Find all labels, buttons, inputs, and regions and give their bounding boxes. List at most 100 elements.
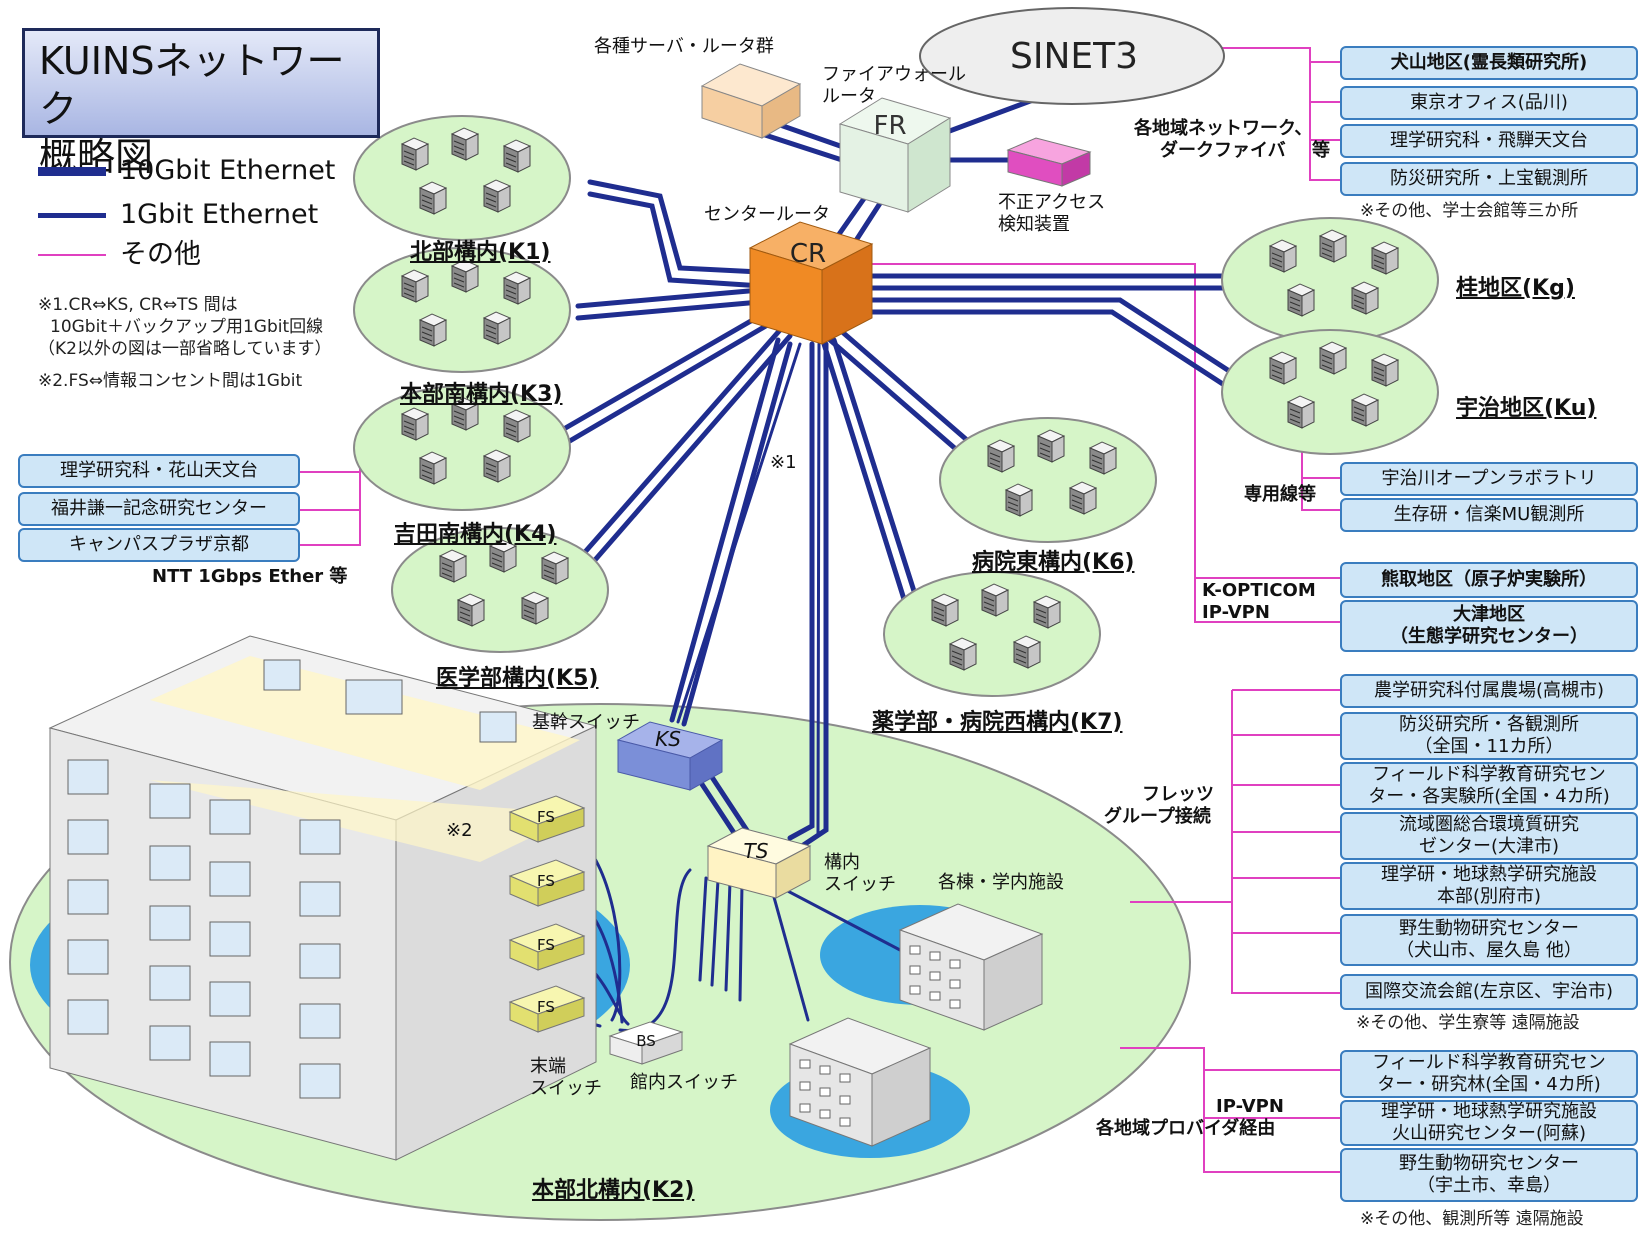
site-inuyama: 犬山地区(霊長類研究所)	[1340, 46, 1638, 80]
campus-k6-name: 病院東構内(K6)	[972, 550, 1135, 575]
ntt-ether-label: NTT 1Gbps Ether 等	[152, 566, 348, 587]
server-group-node	[700, 63, 802, 139]
fs-label-2: FS	[537, 872, 555, 890]
regional-net-label-2: ダークファイバ	[1160, 140, 1286, 161]
regional-net-label-suffix: 等	[1312, 140, 1330, 161]
ks-node	[616, 721, 724, 791]
servers-label: 各種サーバ・ルータ群	[594, 36, 774, 57]
note-1a: ※1.CR⇔KS, CR⇔TS 間は	[38, 295, 238, 315]
regional-net-label-1: 各地域ネットワーク、	[1134, 118, 1313, 139]
flets-label-1: フレッツ	[1142, 784, 1214, 805]
site-kumatori: 熊取地区（原子炉実験所）	[1340, 562, 1638, 598]
fs-label-3: FS	[537, 936, 555, 954]
site-aso-volcano-line-2: 火山研究センター(阿蘇)	[1391, 1123, 1587, 1144]
legend-other-swatch	[38, 254, 106, 256]
campus-k3-cluster	[354, 248, 570, 372]
sinet-label: SINET3	[1010, 36, 1138, 77]
fr-caption-1: ファイアウォール	[822, 64, 966, 85]
site-otsu-line-2: （生態学研究センター）	[1390, 626, 1588, 647]
legend-10g-swatch	[38, 166, 106, 176]
site-otsu: 大津地区（生態学研究センター）	[1340, 600, 1638, 652]
campus-ku-name: 宇治地区(Ku)	[1456, 396, 1597, 421]
diagram-title: KUINSネットワーク 概略図	[22, 28, 380, 179]
leased-line-label: 専用線等	[1244, 484, 1316, 505]
campus-k4-name: 吉田南構内(K4)	[394, 522, 557, 547]
ts-caption-2: スイッチ	[824, 874, 896, 895]
flets-note: ※その他、学生寮等 遠隔施設	[1356, 1013, 1580, 1033]
ids-node	[1006, 137, 1092, 187]
fr-caption-2: ルータ	[822, 86, 876, 107]
bs-caption: 館内スイッチ	[630, 1072, 738, 1093]
legend-10g-label: 10Gbit Ethernet	[120, 155, 336, 186]
site-kumatori-label: 熊取地区（原子炉実験所）	[1381, 569, 1597, 590]
ks-caption: 基幹スイッチ	[532, 712, 640, 733]
site-takatsuki-farm-label: 農学研究科付属農場(高槻市)	[1373, 680, 1605, 701]
site-beppu-geothermal: 理学研・地球熱学研究施設本部(別府市)	[1340, 862, 1638, 910]
mark-1: ※1	[770, 452, 797, 473]
site-field-science-stations-line-2: ター・各実験所(全国・4カ所)	[1368, 786, 1610, 807]
ts-label: TS	[744, 839, 769, 863]
site-otsu-line-1: 大津地区	[1453, 604, 1525, 625]
fr-node	[838, 97, 952, 213]
site-field-science-stations: フィールド科学教育研究センター・各実験所(全国・4カ所)	[1340, 762, 1638, 810]
campus-kg-name: 桂地区(Kg)	[1456, 276, 1575, 301]
bs-label: BS	[636, 1032, 656, 1050]
site-otsu-environment-line-1: 流域圏総合環境質研究	[1399, 814, 1579, 835]
fs-caption-2: スイッチ	[530, 1078, 602, 1099]
fs-switches	[508, 795, 586, 1033]
buildings-caption: 各棟・学内施設	[938, 872, 1064, 893]
site-hida-observatory: 理学研究科・飛騨天文台	[1340, 124, 1638, 158]
title-line-1: KUINSネットワーク	[39, 39, 345, 131]
note-2: ※2.FS⇔情報コンセント間は1Gbit	[38, 371, 303, 391]
campus-k3-name: 本部南構内(K3)	[400, 382, 563, 407]
ipvpn-note: ※その他、観測所等 遠隔施設	[1360, 1209, 1584, 1229]
fr-label: FR	[873, 111, 906, 141]
other-links	[300, 47, 1340, 1173]
site-field-science-stations-line-1: フィールド科学教育研究セン	[1372, 764, 1606, 785]
fs-label-4: FS	[537, 998, 555, 1016]
campus-k5-name: 医学部構内(K5)	[436, 666, 599, 691]
note-1c: （K2以外の図は一部省略しています）	[38, 339, 332, 359]
sinet-node	[919, 7, 1225, 105]
site-wildlife-inuyama: 野生動物研究センター（犬山市、屋久島 他）	[1340, 914, 1638, 966]
campus-k7-name: 薬学部・病院西構内(K7)	[872, 710, 1123, 735]
mark-2: ※2	[446, 820, 473, 841]
site-beppu-geothermal-line-2: 本部(別府市)	[1436, 886, 1542, 907]
site-otsu-environment-line-2: ゼンター(大津市)	[1418, 836, 1560, 857]
ipvpn-label-2: 各地域プロバイダ経由	[1096, 1118, 1276, 1139]
top-right-note: ※その他、学士会館等三か所	[1360, 201, 1579, 221]
ts-node	[706, 827, 812, 899]
note-1b: 10Gbit＋バックアップ用1Gbit回線	[50, 317, 324, 337]
site-beppu-geothermal-line-1: 理学研・地球熱学研究施設	[1381, 864, 1597, 885]
site-dpri-observatories-line-1: 防災研究所・各観測所	[1399, 714, 1579, 735]
site-wildlife-uto-line-2: （宇土市、幸島）	[1417, 1175, 1561, 1196]
fs-label-1: FS	[537, 808, 555, 826]
campus-k1-cluster	[354, 116, 570, 240]
cr-label: CR	[790, 239, 826, 269]
site-wildlife-uto-line-1: 野生動物研究センター	[1399, 1153, 1579, 1174]
site-fukui-center: 福井謙一記念研究センター	[18, 492, 300, 526]
cr-caption: センタールータ	[704, 204, 830, 225]
legend-1g: 1Gbit Ethernet	[38, 200, 318, 230]
site-international-house-label: 国際交流会館(左京区、宇治市)	[1364, 981, 1614, 1002]
kopti-label-1: K-OPTICOM	[1202, 580, 1316, 601]
campus-k1-name: 北部構内(K1)	[410, 240, 551, 265]
legend-other: その他	[38, 240, 201, 270]
ids-caption-1: 不正アクセス	[998, 192, 1106, 213]
site-wildlife-inuyama-line-2: （犬山市、屋久島 他）	[1396, 940, 1582, 961]
legend-1g-label: 1Gbit Ethernet	[120, 199, 319, 230]
site-shigaraki-mu: 生存研・信楽MU観測所	[1340, 498, 1638, 532]
kopti-label-2: IP-VPN	[1202, 602, 1270, 623]
campus-building-a	[898, 903, 1044, 1031]
site-dpri-observatories-line-2: （全国・11カ所）	[1414, 736, 1564, 757]
fs-caption-1: 末端	[530, 1056, 566, 1077]
main-building	[48, 635, 598, 1161]
site-field-science-forests: フィールド科学教育研究センター・研究林(全国・4カ所)	[1340, 1050, 1638, 1098]
site-aso-volcano-line-1: 理学研・地球熱学研究施設	[1381, 1101, 1597, 1122]
site-tokyo-office: 東京オフィス(品川)	[1340, 86, 1638, 120]
site-ujigawa-lab: 宇治川オープンラボラトリ	[1340, 462, 1638, 496]
site-takatsuki-farm: 農学研究科付属農場(高槻市)	[1340, 674, 1638, 708]
legend-10g: 10Gbit Ethernet	[38, 156, 335, 186]
